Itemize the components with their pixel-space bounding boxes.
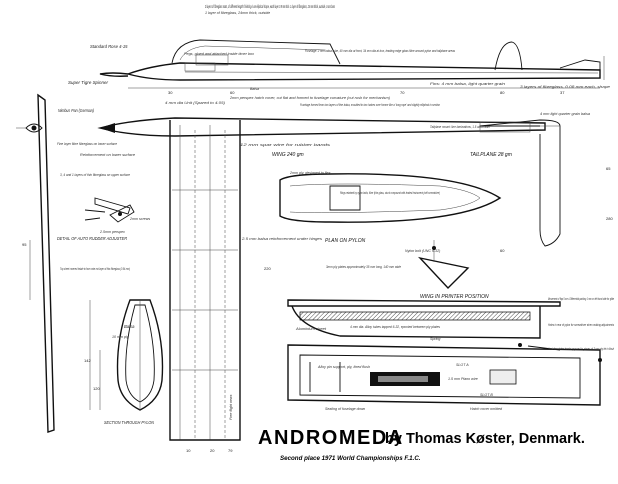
- spar-note: 12 mm spar wire for rubber bands: [240, 143, 330, 147]
- layers-note-2: 1 layer of fibreglass, 24mm thick, outsi…: [205, 11, 270, 15]
- pylon-hatch-note: 2mm perspex hatch cover, cut flat and fo…: [229, 96, 390, 100]
- wing-weight: WING 240 gm: [272, 152, 304, 158]
- dim-30: 30: [168, 90, 173, 95]
- wing-dim-79: 79: [228, 448, 233, 453]
- dim-120: 120: [93, 386, 100, 391]
- hatch-note: Hatch cover omitted: [470, 407, 503, 411]
- aluminium-note: Aluminium sheet: [295, 327, 327, 331]
- fibreglass-note: Fine layer fibre fibreglass on lower sur…: [57, 142, 117, 146]
- section-balsa: Balsa: [124, 324, 135, 329]
- ply-lined-note: Alloy pin support, ply, lined flush: [317, 365, 370, 369]
- perspex-label: 2.5mm perspex: [99, 230, 125, 234]
- plates-note: 3mm ply plates approximately 35 mm long,…: [326, 265, 401, 269]
- pin-triangle: [417, 240, 470, 290]
- movement-note: Movement of flap 5 mm. Differential pack…: [548, 297, 614, 301]
- auto-rudder-caption: DETAIL OF AUTO RUDDER ADJUSTER: [57, 236, 127, 241]
- top-view: [97, 117, 561, 247]
- dim-70: 70: [400, 90, 405, 95]
- plan-subtitle: Second place 1971 World Championships F.…: [280, 455, 421, 462]
- plan-byline: by Thomas Køster, Denmark.: [385, 431, 585, 447]
- pylon-section: [89, 299, 164, 411]
- ply-flex-note: 2mm ply, designed to flex: [289, 171, 331, 175]
- rings-note: Rings retained by nylon bolts, fibre (th…: [340, 191, 440, 195]
- fuselage-form-note: Fuselage formed from two layers of fine …: [300, 103, 440, 107]
- slot-b-label: SLOT B: [480, 393, 493, 397]
- pylon-plan: [279, 173, 502, 223]
- plan-pylon-caption: PLAN ON PYLON: [325, 238, 366, 244]
- wing-panel: [169, 120, 241, 441]
- tailplane-mount-note: Tailplane mount: line laminations, 1.5 a…: [430, 125, 490, 129]
- fin-dim-60: 60: [500, 248, 505, 253]
- dim-60: 60: [230, 90, 235, 95]
- left-fin: [16, 93, 55, 433]
- dim-95: 95: [22, 242, 27, 247]
- spring-label: Spring: [430, 337, 440, 341]
- plan-title: ANDROMEDA: [258, 427, 404, 449]
- section-ply: 10 mm ply: [112, 335, 129, 339]
- wing-printer-caption: WING IN PRINTER POSITION: [420, 294, 489, 300]
- ply-note: 3 layers of fibreglass, 0.08 mm each, sh…: [520, 85, 610, 89]
- tailplane-weight: TAILPLANE 28 gm: [470, 152, 512, 158]
- balsa-label: Balsa: [250, 87, 259, 91]
- piano-wire-label: 1.5 mm Piano wire: [448, 377, 478, 381]
- alloy-tube-note: 4 mm dia. Alloy tubes tapped 6-32, epoxi…: [350, 325, 440, 329]
- wing-dim-20: 20: [210, 448, 215, 453]
- top-sheet-note: Top sheet covered inside to form note no…: [60, 267, 130, 271]
- hook-note: Hook for rubber bands opposed to pieces …: [548, 347, 614, 351]
- pylon-detail: [287, 299, 602, 406]
- standard-rose-label: Standard Rose 4-15: [90, 44, 128, 49]
- dim-37: 37: [560, 90, 565, 95]
- layer-note: 3, 4 and 1 layers of thin fibreglass on …: [60, 173, 130, 177]
- nose-label: Nimbus Pan (German): [58, 108, 95, 113]
- spar-wood-note: 2.5 mm balsa reinforcement under hinges: [241, 237, 322, 241]
- reinforce-note: Reinforcement on lower surface: [80, 153, 135, 157]
- fins-note: Fins: 4 mm balsa, light quarter grain: [430, 82, 505, 86]
- layers-note: 3 layers of fibreglass mats, of differen…: [205, 4, 335, 9]
- fuselage-note: Fuselage: 2 mm balsa tube, 40 mm dia at …: [305, 49, 455, 53]
- holes-note: Holes in rear of pylon for screwdriver w…: [548, 323, 614, 327]
- side-view: 30 60 70 80 37: [99, 39, 605, 95]
- tip-note: 4 mm light quarter grain balsa: [540, 112, 590, 116]
- fin-dim-220: 220: [264, 266, 271, 271]
- fin-dim-65: 65: [606, 166, 611, 171]
- pegs-note: Pegs, glued and attached inside timer bo…: [184, 52, 254, 56]
- spinner-label: Super Tigre Spinner: [68, 80, 109, 85]
- sealing-note: Sealing of fuselage down: [325, 407, 365, 411]
- section-caption: SECTION THROUGH PYLON: [104, 420, 155, 425]
- dim-142: 142: [84, 358, 91, 363]
- free-flight-label: Free flight news: [229, 394, 233, 420]
- slot-a-label: SLOT A: [456, 363, 469, 367]
- dim-80: 80: [500, 90, 505, 95]
- wing-dim-10: 10: [186, 448, 191, 453]
- fin-dim-280: 280: [606, 216, 613, 221]
- wing-dia-note: 4 mm dia Unit (Spared to 4.05): [165, 101, 225, 105]
- nylon-bolt-label: Nylon bolt (UNC 6-32): [405, 249, 440, 253]
- screws-label: 2mm screws: [129, 217, 150, 221]
- rudder-adjuster: [84, 197, 135, 223]
